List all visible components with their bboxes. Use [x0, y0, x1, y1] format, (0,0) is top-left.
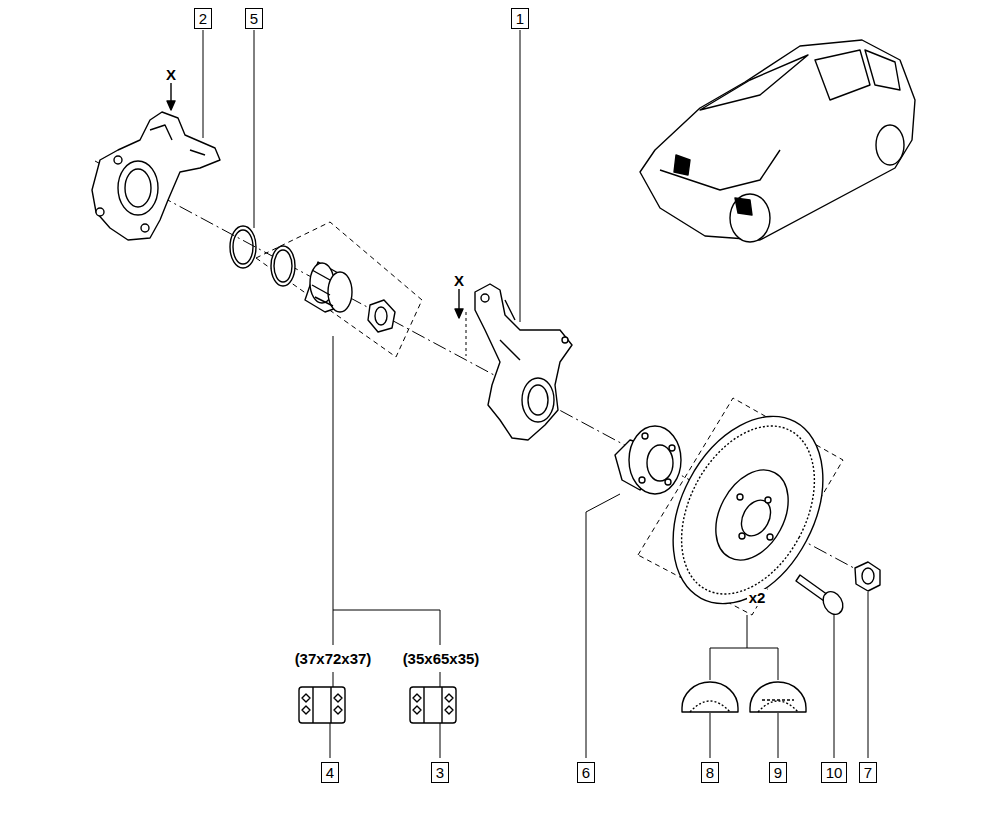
hub [615, 426, 681, 494]
leader-line [203, 30, 868, 758]
callout-number: 4 [321, 762, 339, 783]
axis-line [95, 161, 880, 582]
circlip [230, 226, 256, 268]
callout-number: 8 [701, 762, 719, 783]
callout-number: 7 [859, 762, 877, 783]
bearing-kit [271, 246, 395, 332]
brake-disc [643, 391, 853, 630]
quantity-note: x2 [747, 589, 768, 606]
vehicle-sketch [640, 40, 915, 242]
callout-number: 1 [511, 8, 529, 29]
callout-number: 10 [821, 762, 848, 783]
screw [796, 575, 847, 618]
bearing-dimension: (35x65x35) [401, 650, 482, 667]
callout-number: 3 [431, 762, 449, 783]
callout-number: 6 [577, 762, 595, 783]
stub-axle-carrier-right [475, 284, 572, 440]
hub-nut [855, 562, 880, 591]
bearing-dimension: (37x72x37) [293, 650, 374, 667]
view-arrow-letter: X [452, 272, 466, 289]
kit-outline [256, 222, 422, 357]
stub-axle-carrier-left [92, 112, 220, 240]
callout-number: 2 [194, 8, 212, 29]
bearing-section-symbol [299, 687, 456, 723]
disc-detail [682, 682, 806, 712]
callout-number: 5 [245, 8, 263, 29]
callout-number: 9 [769, 762, 787, 783]
view-arrow-letter: X [164, 66, 178, 83]
